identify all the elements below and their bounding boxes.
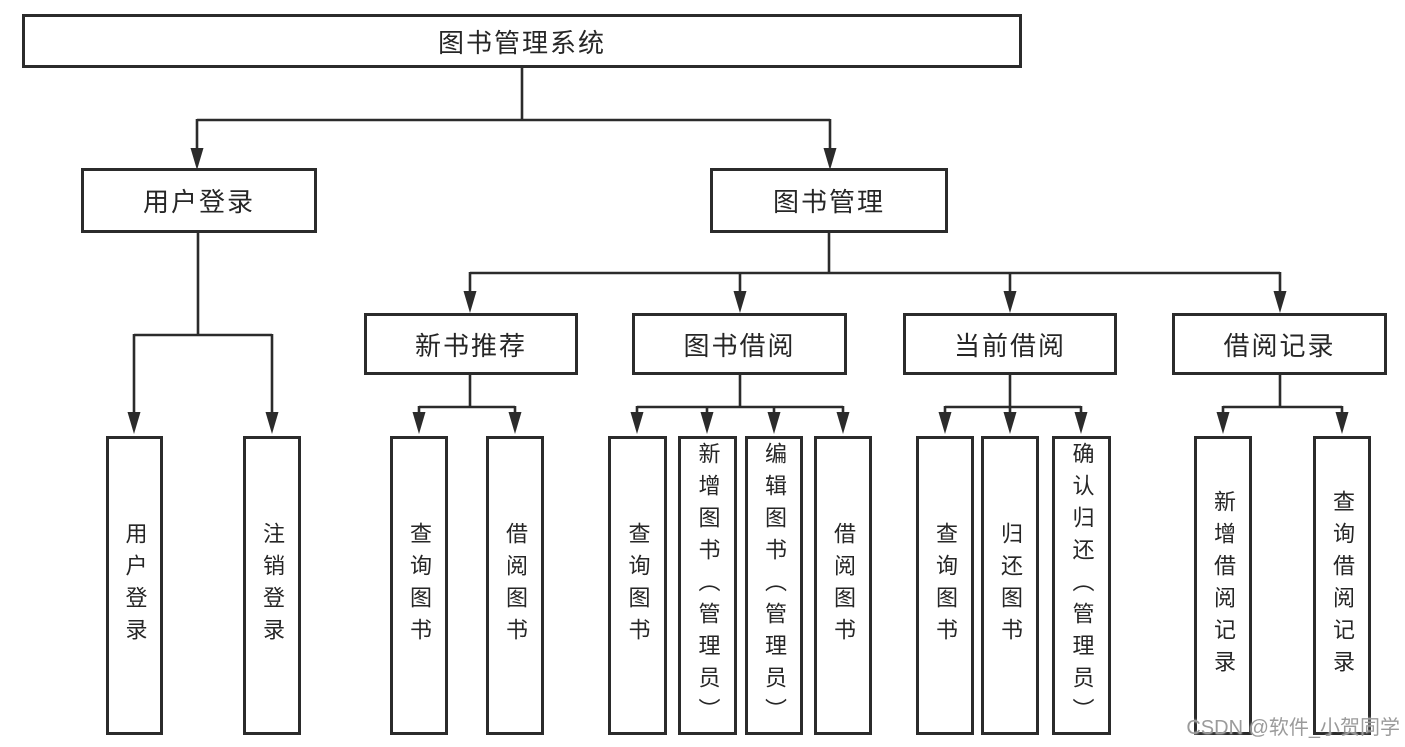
node-new-book-recommendation: 新书推荐 — [364, 313, 578, 375]
leaf-add-book-admin: 新增图书（管理员） — [678, 436, 737, 735]
connectors-group1-to-leaves — [630, 375, 850, 434]
node-user-login: 用户登录 — [81, 168, 317, 233]
leaf-confirm-return-admin: 确认归还（管理员） — [1052, 436, 1111, 735]
connectors-mgmt-to-level3 — [463, 233, 1287, 313]
node-book-management: 图书管理 — [710, 168, 948, 233]
leaf-add-borrow-record: 新增借阅记录 — [1194, 436, 1252, 735]
leaf-query-books-recommend: 查询图书 — [390, 436, 448, 735]
node-current-borrowing: 当前借阅 — [903, 313, 1117, 375]
connectors-group0-to-leaves — [412, 375, 522, 434]
connectors-group2-to-leaves — [938, 375, 1088, 434]
connectors-login-to-leaves — [127, 233, 279, 434]
node-book-borrowing: 图书借阅 — [632, 313, 847, 375]
leaf-logout: 注销登录 — [243, 436, 301, 735]
leaf-query-books-current: 查询图书 — [916, 436, 974, 735]
node-borrowing-records: 借阅记录 — [1172, 313, 1387, 375]
leaf-borrow-books-recommend: 借阅图书 — [486, 436, 544, 735]
leaf-user-login: 用户登录 — [106, 436, 163, 735]
leaf-return-book: 归还图书 — [981, 436, 1039, 735]
leaf-borrow-books-borrowing: 借阅图书 — [814, 436, 872, 735]
connectors-root-to-level2 — [190, 68, 837, 170]
node-root-system: 图书管理系统 — [22, 14, 1022, 68]
leaf-query-borrow-record: 查询借阅记录 — [1313, 436, 1371, 735]
csdn-watermark: CSDN @软件_小贺同学 — [1186, 717, 1400, 739]
leaf-edit-book-admin: 编辑图书（管理员） — [745, 436, 803, 735]
leaf-query-books-borrowing: 查询图书 — [608, 436, 667, 735]
connectors-group3-to-leaves — [1216, 375, 1349, 434]
